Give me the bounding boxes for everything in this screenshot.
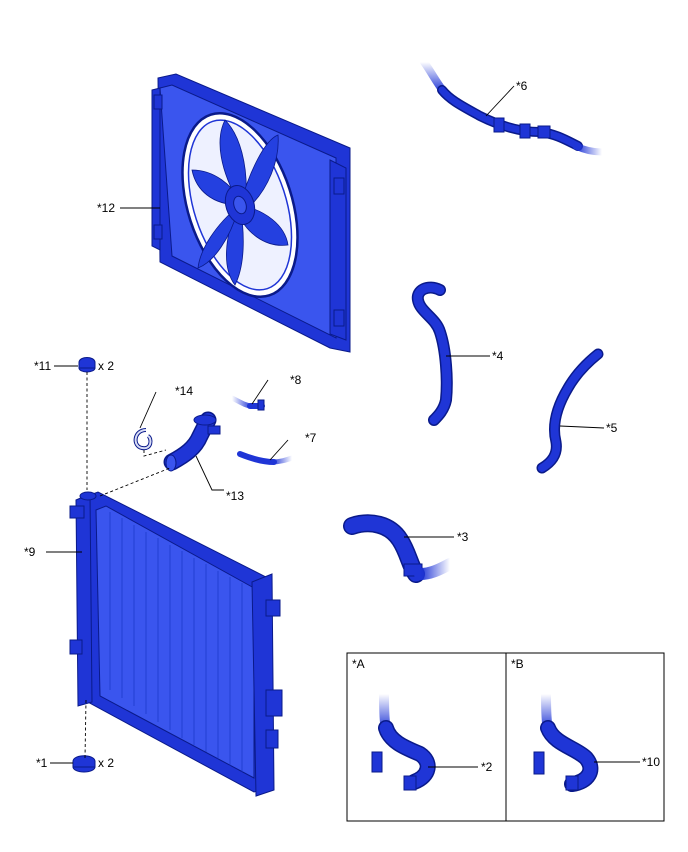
callout-4: *4	[492, 349, 504, 363]
callout-11: *11	[34, 359, 51, 373]
radiator-core-fins	[109, 512, 243, 772]
water-bypass-hose	[237, 451, 295, 465]
upper-radiator-support-cushion	[78, 357, 96, 373]
callout-1-quantity: x 2	[98, 756, 114, 770]
callout-12: *12	[97, 201, 115, 215]
fan-blades	[191, 119, 289, 286]
radiator-hose-3	[343, 514, 456, 583]
radiator-filler-neck	[163, 411, 221, 472]
callout-8: *8	[290, 373, 302, 387]
radiator-assembly	[69, 491, 283, 797]
callout-9: *9	[24, 545, 36, 559]
callout-labels: *12 *6 *4 *5 *3 *9 *8 *7 *14 *13 *11 x 2…	[24, 79, 660, 774]
assembly-dashed-lines	[84, 372, 171, 759]
callout-14: *14	[175, 384, 193, 398]
inset-b	[505, 652, 665, 822]
leader-lines	[46, 85, 640, 768]
hose-clamp	[133, 428, 153, 451]
lower-radiator-support-cushion	[72, 755, 96, 773]
radiator-hose-5	[536, 348, 604, 474]
callout-2: *2	[481, 760, 493, 774]
small-water-hose	[229, 395, 265, 411]
callout-10: *10	[642, 755, 660, 769]
inset-a	[346, 652, 507, 822]
radiator-hose-4	[411, 281, 453, 426]
callout-3: *3	[457, 530, 469, 544]
callout-13: *13	[226, 489, 244, 503]
callout-6: *6	[516, 79, 528, 93]
callout-7: *7	[305, 431, 317, 445]
fan-shroud-assembly	[151, 73, 351, 353]
callout-5: *5	[606, 421, 618, 435]
callout-11-quantity: x 2	[98, 359, 114, 373]
inset-a-label: *A	[352, 657, 365, 671]
upper-long-hose	[420, 58, 606, 156]
inset-b-label: *B	[511, 657, 524, 671]
callout-1: *1	[36, 756, 48, 770]
